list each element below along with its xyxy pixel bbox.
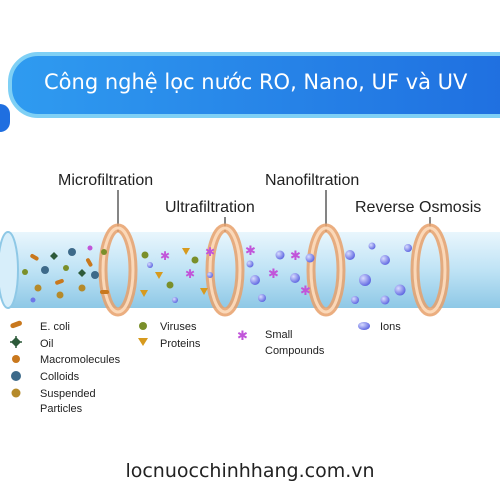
legend-macromolecules: Macromolecules bbox=[40, 354, 121, 366]
particles-reverse-osmosis-zone bbox=[345, 242, 412, 305]
ecoli-icon bbox=[10, 320, 22, 329]
legend-ecoli: E. coli bbox=[40, 321, 70, 333]
legend-suspended-line2: Particles bbox=[40, 403, 83, 415]
svg-text:✱: ✱ bbox=[290, 248, 301, 263]
svg-text:✱: ✱ bbox=[300, 283, 311, 298]
legend: E. coli Oil Macromolecules Colloids Susp… bbox=[10, 320, 401, 415]
pipe-opening bbox=[0, 231, 19, 309]
particles-microfiltration-zone bbox=[22, 245, 109, 303]
legend-colloids: Colloids bbox=[40, 371, 80, 383]
title-banner bbox=[8, 52, 500, 118]
svg-text:✱: ✱ bbox=[268, 266, 279, 281]
legend-suspended-line1: Suspended bbox=[40, 388, 96, 400]
particles-ultrafiltration-zone: ✱ ✱ ✱ bbox=[140, 245, 215, 303]
legend-ions: Ions bbox=[380, 321, 401, 333]
svg-text:✱: ✱ bbox=[205, 245, 215, 259]
stage-label-nanofiltration: Nanofiltration bbox=[265, 172, 359, 189]
colloids-icon bbox=[11, 371, 21, 381]
suspended-particles-icon bbox=[11, 388, 21, 398]
oil-icon bbox=[10, 336, 22, 348]
proteins-icon bbox=[138, 338, 148, 346]
legend-small-line1: Small bbox=[265, 329, 293, 341]
viruses-icon bbox=[139, 322, 147, 330]
membrane-ultrafiltration bbox=[205, 223, 245, 317]
membrane-nanofiltration bbox=[306, 223, 346, 317]
small-compounds-icon: ✱ bbox=[237, 328, 248, 343]
banner-title: Công nghệ lọc nước RO, Nano, UF và UV bbox=[44, 70, 468, 94]
filtration-diagram: Microfiltration Ultrafiltration Nanofilt… bbox=[0, 172, 500, 415]
svg-text:✱: ✱ bbox=[160, 249, 170, 263]
legend-oil: Oil bbox=[40, 338, 53, 350]
legend-viruses: Viruses bbox=[160, 321, 197, 333]
svg-text:✱: ✱ bbox=[245, 243, 256, 258]
macromolecules-icon bbox=[12, 355, 20, 363]
ions-icon bbox=[358, 322, 370, 330]
banner-tip bbox=[0, 104, 10, 132]
particles-nanofiltration-zone: ✱ ✱ ✱ ✱ bbox=[245, 243, 315, 302]
stage-label-microfiltration: Microfiltration bbox=[58, 172, 153, 189]
stage-label-reverse-osmosis: Reverse Osmosis bbox=[355, 199, 481, 216]
stage-label-ultrafiltration: Ultrafiltration bbox=[165, 199, 255, 216]
svg-text:✱: ✱ bbox=[185, 267, 195, 281]
legend-proteins: Proteins bbox=[160, 338, 201, 350]
membrane-reverse-osmosis bbox=[410, 223, 450, 317]
membrane-microfiltration bbox=[98, 223, 138, 317]
footer-website: locnuocchinhhang.com.vn bbox=[125, 460, 375, 482]
legend-small-line2: Compounds bbox=[265, 345, 325, 357]
